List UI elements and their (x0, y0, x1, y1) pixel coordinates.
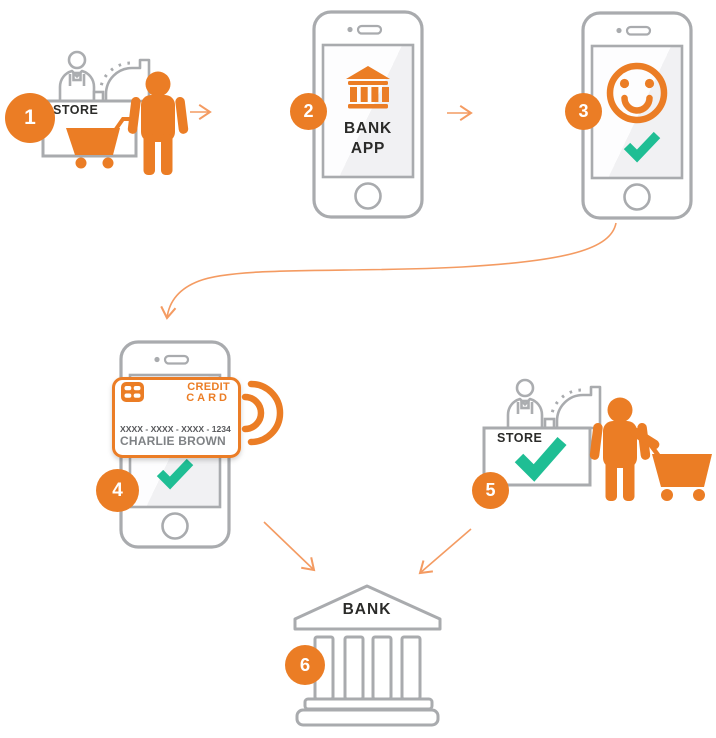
store-label-step5: STORE (497, 431, 543, 445)
step1-store-scene (41, 50, 189, 175)
arrow-step5-to-step6 (418, 528, 472, 575)
step2-bank-app-phone (312, 10, 424, 219)
bank-app-label: BANK APP (323, 119, 413, 159)
cash-register-icon (543, 385, 602, 430)
shopping-cart-icon (66, 117, 131, 169)
bank-pediment (293, 584, 442, 631)
cashier-icon (58, 50, 96, 102)
step-badge-5: 5 (472, 472, 509, 509)
arrow-step4-to-step6 (263, 521, 316, 572)
step-number: 3 (578, 101, 589, 121)
bank-base (295, 708, 440, 727)
bank-app-label-line2: APP (350, 140, 386, 157)
step-badge-1: 1 (5, 93, 55, 143)
cashier-icon (506, 378, 544, 430)
bank-column (371, 635, 393, 701)
bank-column (400, 635, 422, 701)
bank-app-label-line1: BANK (344, 120, 392, 137)
bank-column (343, 635, 365, 701)
card-number: XXXX - XXXX - XXXX - 1234 (120, 424, 231, 434)
smiley-face-icon (606, 62, 668, 124)
step4-card-phone (112, 340, 284, 549)
step-number: 1 (24, 106, 36, 129)
bank-base-step (303, 697, 434, 711)
cash-register-icon (92, 58, 151, 103)
credit-card-icon (112, 377, 241, 458)
step-badge-6: 6 (285, 645, 325, 685)
bank-app-icon (346, 66, 390, 109)
step3-approval-phone (581, 11, 693, 220)
step-badge-4: 4 (96, 469, 139, 512)
step-number: 4 (112, 479, 123, 501)
card-brand-line2: CARD (186, 391, 230, 404)
step6-bank-building (293, 584, 442, 727)
step-badge-2: 2 (290, 93, 327, 130)
step-number: 5 (485, 480, 496, 500)
smartphone-icon (312, 10, 424, 219)
bank-label: BANK (342, 601, 392, 618)
step-number: 6 (299, 654, 311, 675)
step-number: 2 (303, 101, 314, 121)
shopping-cart-icon (644, 437, 712, 501)
card-brand-label: CREDIT CARD (150, 382, 230, 403)
nfc-waves-icon (241, 380, 284, 446)
store-label-step1: STORE (53, 103, 99, 117)
card-chip-icon (121, 382, 144, 402)
checkmark-icon (514, 437, 567, 482)
arrow-step3-to-step4 (160, 222, 617, 320)
card-holder-name: CHARLIE BROWN (120, 434, 226, 448)
step-badge-3: 3 (565, 93, 602, 130)
card-brand-line1: CREDIT (187, 381, 230, 393)
